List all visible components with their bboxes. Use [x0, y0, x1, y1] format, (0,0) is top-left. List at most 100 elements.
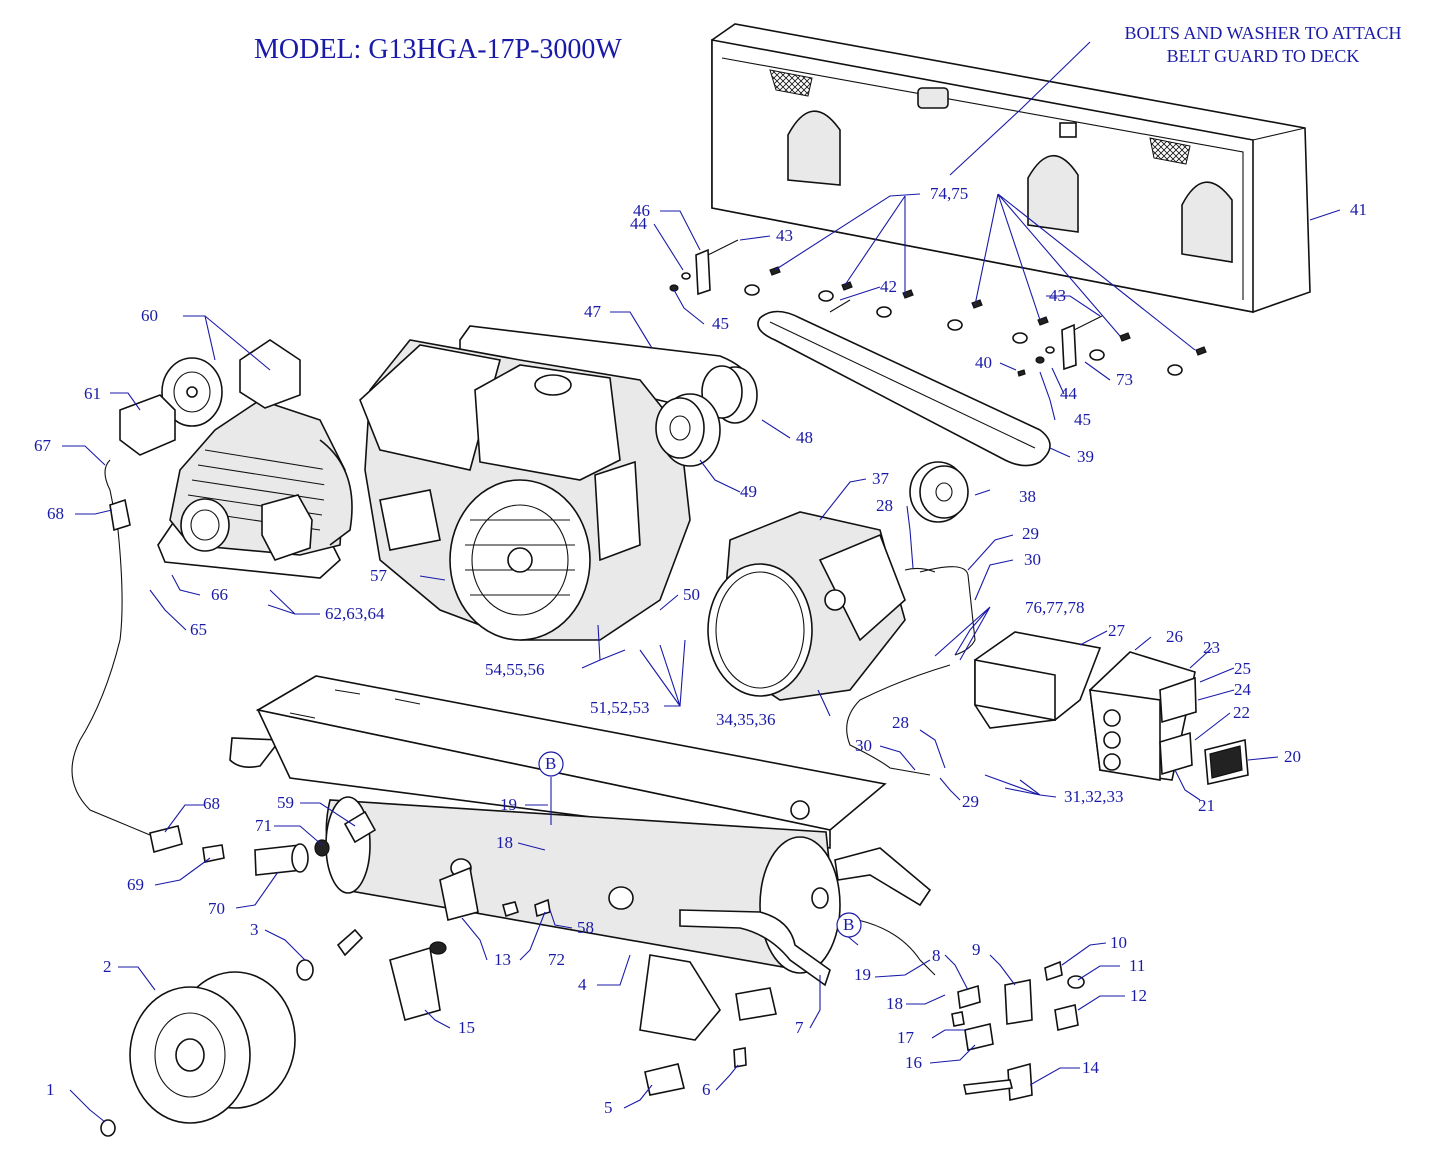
callout-73: 73: [1116, 370, 1133, 389]
callout-3: 3: [250, 920, 259, 939]
callout-26: 26: [1166, 627, 1183, 646]
callout-71: 71: [255, 816, 272, 835]
callout-54-55-56: 54,55,56: [485, 660, 545, 679]
callout-68-upper: 68: [47, 504, 64, 523]
callout-42: 42: [880, 277, 897, 296]
callout-65: 65: [190, 620, 207, 639]
callout-41: 41: [1350, 200, 1367, 219]
model-title: MODEL: G13HGA-17P-3000W: [254, 34, 622, 65]
callout-61: 61: [84, 384, 101, 403]
callout-68-lower: 68: [203, 794, 220, 813]
callout-20: 20: [1284, 747, 1301, 766]
callout-48: 48: [796, 428, 813, 447]
callout-16: 16: [905, 1053, 922, 1072]
callout-28-lower: 28: [892, 713, 909, 732]
callout-25: 25: [1234, 659, 1251, 678]
callout-59: 59: [277, 793, 294, 812]
callout-19-upper: 19: [500, 795, 517, 814]
callout-14: 14: [1082, 1058, 1099, 1077]
callout-22: 22: [1233, 703, 1250, 722]
callout-76-77-78: 76,77,78: [1025, 598, 1085, 617]
callout-30-lower: 30: [855, 736, 872, 755]
guard-hardware: [669, 239, 1207, 377]
callout-24: 24: [1234, 680, 1251, 699]
callout-b-lower: B: [843, 915, 855, 934]
callout-31-32-33: 31,32,33: [1064, 787, 1124, 806]
callout-18-lower: 18: [886, 994, 903, 1013]
note-line-1: BOLTS AND WASHER TO ATTACH: [1124, 23, 1402, 43]
callout-8: 8: [932, 946, 941, 965]
leader-lines: [62, 41, 1341, 1123]
callout-6: 6: [702, 1080, 711, 1099]
tank-handle: [679, 909, 831, 987]
callout-45-right: 45: [1074, 410, 1091, 429]
callout-12: 12: [1130, 986, 1147, 1005]
callout-2: 2: [103, 957, 112, 976]
outlet-fittings: [951, 960, 1085, 1101]
motor-wire: [919, 566, 976, 656]
callout-b-upper: B: [545, 754, 557, 773]
callout-15: 15: [458, 1018, 475, 1037]
callout-40: 40: [975, 353, 992, 372]
callout-38: 38: [1019, 487, 1036, 506]
callout-66: 66: [211, 585, 228, 604]
b-marker-circle: [538, 751, 564, 777]
callout-45-left: 45: [712, 314, 729, 333]
belt-guard: [711, 23, 1311, 313]
belt-guard-note: BOLTS AND WASHER TO ATTACH BELT GUARD TO…: [1098, 22, 1428, 68]
callout-7: 7: [795, 1018, 804, 1037]
callout-30-upper: 30: [1024, 550, 1041, 569]
electric-motor: [707, 461, 969, 701]
callout-29-lower: 29: [962, 792, 979, 811]
callout-5: 5: [604, 1098, 613, 1117]
callout-69: 69: [127, 875, 144, 894]
callout-28-upper: 28: [876, 496, 893, 515]
callout-44-left: 44: [630, 214, 647, 233]
callout-13: 13: [494, 950, 511, 969]
discharge-hose: [71, 459, 151, 836]
callout-58: 58: [577, 918, 594, 937]
callout-50: 50: [683, 585, 700, 604]
engine-pulleys: [655, 365, 758, 467]
callout-10: 10: [1110, 933, 1127, 952]
callout-47: 47: [584, 302, 601, 321]
callout-46: 46: [633, 201, 650, 220]
callout-11: 11: [1129, 956, 1146, 975]
callout-43-right: 43: [1049, 286, 1066, 305]
callout-67: 67: [34, 436, 51, 455]
callout-9: 9: [972, 940, 981, 959]
callout-27: 27: [1108, 621, 1125, 640]
callout-1: 1: [46, 1080, 55, 1099]
compressor-pump: [119, 339, 353, 579]
callout-62-63-64: 62,63,64: [325, 604, 385, 623]
drive-belt: [757, 310, 1051, 467]
tank-and-deck: [229, 675, 932, 1041]
callout-60: 60: [141, 306, 158, 325]
electrical-box: [974, 631, 1249, 785]
callout-43-left: 43: [776, 226, 793, 245]
callout-72: 72: [548, 950, 565, 969]
callout-21: 21: [1198, 796, 1215, 815]
callout-74-75: 74,75: [930, 184, 969, 203]
gas-engine: [359, 339, 691, 641]
callout-70: 70: [208, 899, 225, 918]
callout-39: 39: [1077, 447, 1094, 466]
callout-19-lower: 19: [854, 965, 871, 984]
callout-34-35-36: 34,35,36: [716, 710, 776, 729]
callout-37: 37: [872, 469, 889, 488]
callout-17: 17: [897, 1028, 914, 1047]
b-marker-circle: [836, 912, 862, 938]
callout-57: 57: [370, 566, 387, 585]
callout-49: 49: [740, 482, 757, 501]
note-line-2: BELT GUARD TO DECK: [1166, 46, 1360, 66]
callout-23: 23: [1203, 638, 1220, 657]
callout-51-52-53: 51,52,53: [590, 698, 650, 717]
tank-fittings: [149, 810, 777, 1096]
callout-44-right: 44: [1060, 384, 1077, 403]
callout-4: 4: [578, 975, 587, 994]
callout-18-upper: 18: [496, 833, 513, 852]
callout-29-upper: 29: [1022, 524, 1039, 543]
wheel: [100, 928, 364, 1137]
